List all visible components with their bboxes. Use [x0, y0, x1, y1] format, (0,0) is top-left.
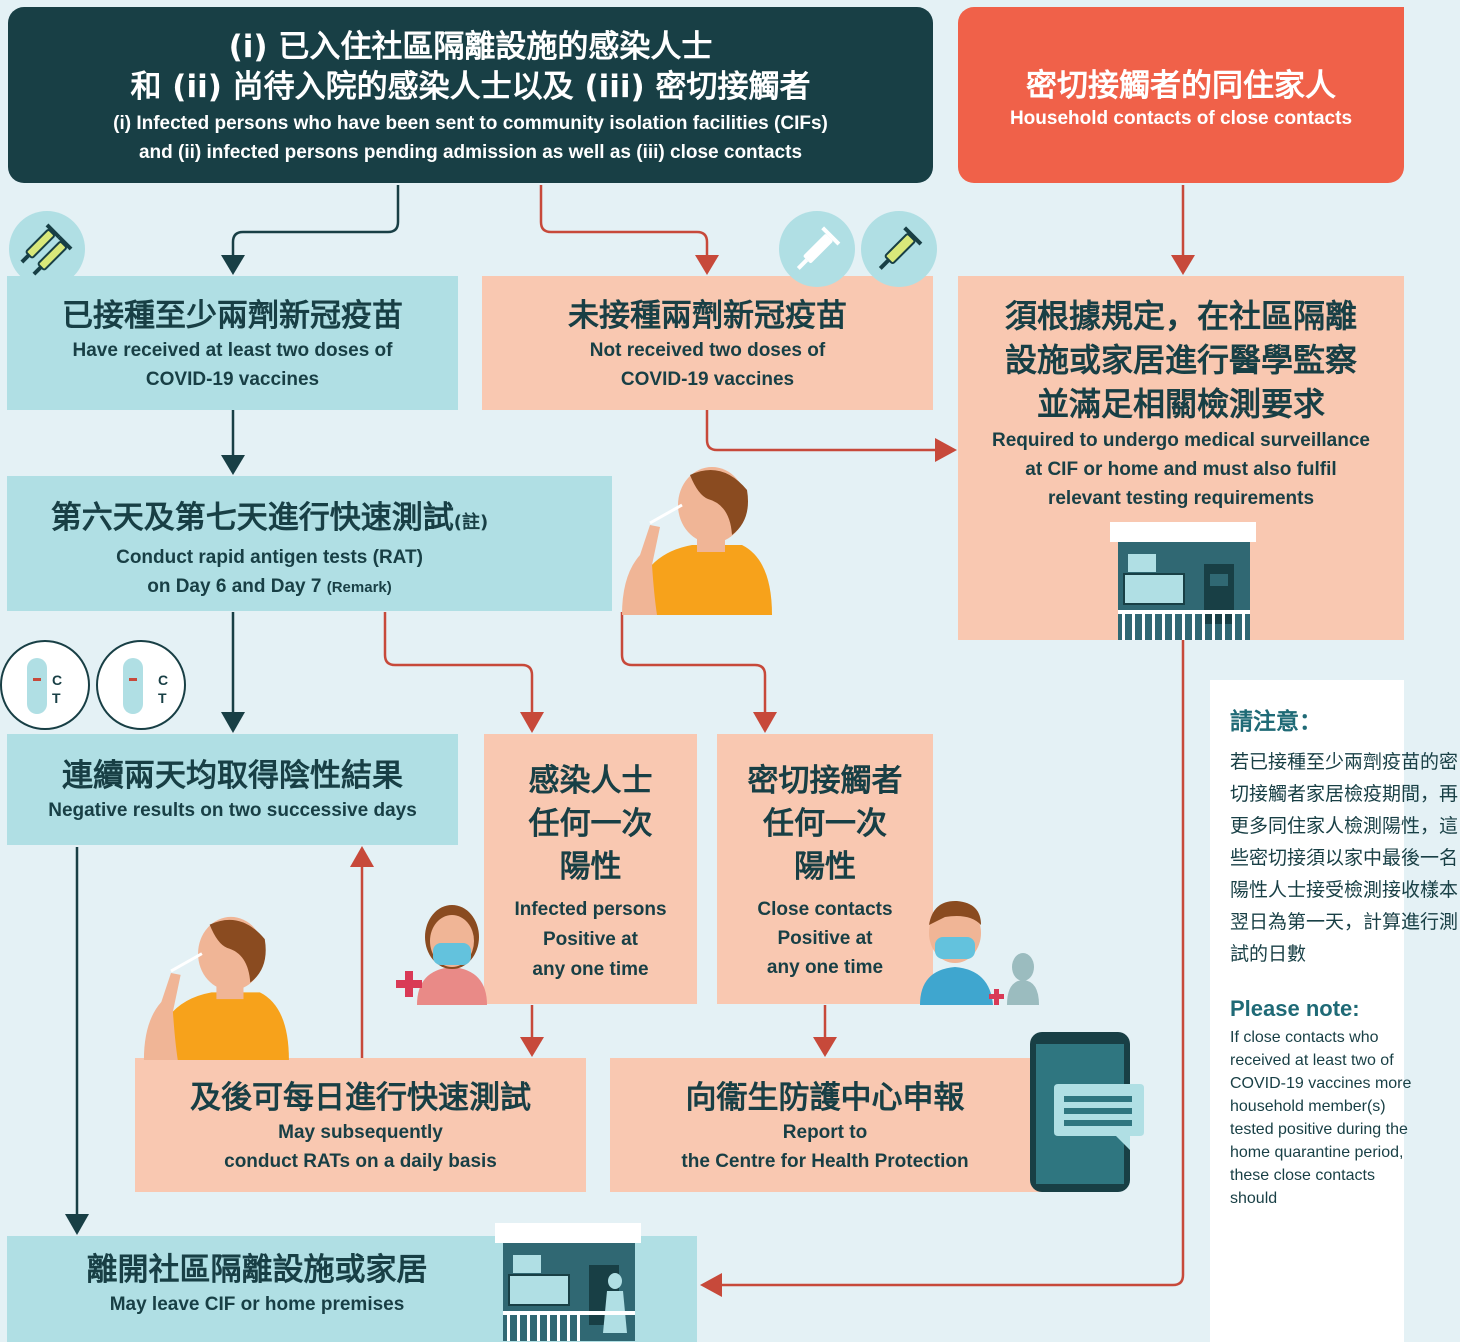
arrowhead [520, 1037, 544, 1057]
rat-subtitle-line2: on Day 6 and Day 7 (Remark) [7, 572, 532, 602]
not-vaccinated-box: 未接種兩劑新冠疫苗 Not received two doses of COVI… [482, 276, 933, 410]
daily-rat-subtitle-line1: May subsequently [278, 1122, 443, 1143]
surveillance-title-line1: 須根據規定，在社區隔離 [1004, 297, 1357, 335]
vaccinated-box: 已接種至少兩劑新冠疫苗 Have received at least two d… [7, 276, 458, 410]
negative-results-box: 連續兩天均取得陰性結果 Negative results on two succ… [7, 734, 458, 845]
surveillance-title-line3: 並滿足相關檢測要求 [1036, 385, 1325, 423]
daily-rat-subtitle-line2: conduct RATs on a daily basis [224, 1151, 497, 1172]
not-vaccinated-subtitle-line1: Not received two doses of [589, 340, 826, 361]
report-title: 向衞生防護中心申報 [685, 1080, 965, 1116]
top-left-subtitle-line1: (i) Infected persons who have been sent … [113, 113, 828, 134]
syringe-icon [9, 211, 85, 287]
test-kit-c-label: C [52, 672, 63, 688]
arrowhead [753, 712, 777, 733]
test-kit-icon: C T [96, 640, 186, 730]
note-body-zh: 若已接種至少兩劑疫苗的密切接觸者家居檢疫期間，再更多同住家人檢測陽性，這些密切接… [1230, 751, 1459, 965]
contacts-positive-en2: Positive at [777, 928, 873, 949]
test-kit-t-label: T [52, 690, 61, 706]
contacts-positive-line2: 任何一次 [763, 806, 887, 842]
top-left-subtitle-line2: and (ii) infected persons pending admiss… [138, 142, 803, 163]
arrowhead [221, 455, 245, 475]
arrowhead [813, 1037, 837, 1057]
test-kit-c-label: C [158, 672, 169, 688]
top-left-title-line1: (i) 已入住社區隔離設施的感染人士 [228, 29, 713, 65]
connector-top-to-unvaccinated [539, 185, 709, 258]
report-subtitle-line2: the Centre for Health Protection [681, 1151, 969, 1172]
daily-rat-box: 及後可每日進行快速測試 May subsequently conduct RAT… [135, 1058, 586, 1192]
surveillance-subtitle-line3: relevant testing requirements [1047, 488, 1315, 509]
infected-positive-en2: Positive at [542, 929, 639, 950]
connector-unvaccinated-to-surveillance [705, 410, 935, 452]
phone-message-icon [1030, 1032, 1144, 1192]
daily-rat-title: 及後可每日進行快速測試 [190, 1080, 531, 1116]
infected-positive-en1: Infected persons [514, 899, 667, 920]
household-title: 密切接觸者的同住家人 [1026, 68, 1336, 104]
not-vaccinated-subtitle-line2: COVID-19 vaccines [620, 369, 795, 390]
rat-remark-en: (Remark) [326, 579, 392, 596]
syringe-icon [861, 211, 937, 287]
negative-title: 連續兩天均取得陰性結果 [62, 758, 403, 794]
empty-syringe-icon [779, 211, 855, 287]
top-left-title-line2: 和 (ii) 尚待入院的感染人士以及 (iii) 密切接觸者 [130, 69, 811, 105]
surveillance-subtitle-line2: at CIF or home and must also fulfil [1025, 459, 1337, 480]
note-body-en: If close contacts who received at least … [1230, 1029, 1412, 1207]
report-chp-box: 向衞生防護中心申報 Report to the Centre for Healt… [610, 1058, 1060, 1192]
arrowhead [695, 255, 719, 275]
rat-remark: (註) [453, 512, 489, 533]
arrowhead [1171, 255, 1195, 275]
vaccinated-subtitle-line2: COVID-19 vaccines [145, 369, 320, 390]
infected-positive-box: 感染人士 任何一次 陽性 Infected persons Positive a… [484, 734, 697, 1004]
person-swab-illustration [622, 467, 772, 615]
surveillance-subtitle-line1: Required to undergo medical surveillance [992, 430, 1370, 451]
arrowhead [350, 846, 374, 867]
note-heading-en: Please note: [1230, 996, 1360, 1021]
infected-and-contacts-box: (i) 已入住社區隔離設施的感染人士 和 (ii) 尚待入院的感染人士以及 (i… [8, 7, 933, 183]
building-icon [1110, 522, 1256, 640]
medical-surveillance-box: 須根據規定，在社區隔離 設施或家居進行醫學監察 並滿足相關檢測要求 Requir… [958, 276, 1404, 640]
rat-subtitle-line1: Conduct rapid antigen tests (RAT) [116, 547, 423, 568]
arrowhead [935, 438, 957, 462]
person-swab-illustration [143, 916, 289, 1060]
test-kit-icon: C T [0, 640, 90, 730]
infected-woman-illustration [396, 905, 487, 1005]
rat-day-text: on Day 6 and Day 7 [147, 576, 322, 597]
building-exit-icon [495, 1223, 641, 1341]
connector-top-to-vaccinated [231, 185, 400, 258]
leave-title: 離開社區隔離設施或家居 [86, 1252, 428, 1288]
note-panel: 請注意： 若已接種至少兩劑疫苗的密切接觸者家居檢疫期間，再更多同住家人檢測陽性，… [1210, 680, 1458, 1342]
household-contacts-box: 密切接觸者的同住家人 Household contacts of close c… [958, 7, 1404, 183]
arrowhead [520, 712, 544, 733]
negative-subtitle: Negative results on two successive days [48, 800, 417, 821]
infected-positive-line3: 陽性 [559, 849, 622, 885]
infected-positive-line2: 任何一次 [528, 806, 653, 842]
infected-positive-line1: 感染人士 [528, 763, 653, 799]
contacts-positive-box: 密切接觸者 任何一次 陽性 Close contacts Positive at… [717, 734, 933, 1004]
connector-surveillance-to-leave [720, 640, 1185, 1287]
flow-connectors [65, 185, 1195, 1297]
vaccinated-title: 已接種至少兩劑新冠疫苗 [62, 298, 403, 334]
arrowhead [700, 1273, 722, 1297]
connector-rat-to-contacts [620, 612, 767, 715]
contacts-positive-line3: 陽性 [794, 849, 856, 885]
infected-positive-en3: any one time [532, 959, 649, 980]
household-subtitle: Household contacts of close contacts [1009, 108, 1353, 129]
connector-rat-to-infected [383, 612, 534, 715]
report-subtitle-line1: Report to [782, 1122, 868, 1143]
contacts-positive-en3: any one time [766, 957, 884, 978]
vaccinated-subtitle-line1: Have received at least two doses of [72, 340, 393, 361]
leave-subtitle: May leave CIF or home premises [109, 1294, 405, 1315]
arrowhead [221, 255, 245, 275]
close-contact-man-illustration [920, 900, 1039, 1005]
not-vaccinated-title: 未接種兩劑新冠疫苗 [568, 298, 847, 334]
contacts-positive-line1: 密切接觸者 [747, 763, 903, 799]
note-heading-zh: 請注意： [1230, 709, 1322, 735]
arrowhead [65, 1214, 89, 1235]
rat-title-text: 第六天及第七天進行快速測試 [50, 500, 454, 536]
surveillance-title-line2: 設施或家居進行醫學監察 [1004, 341, 1357, 379]
contacts-positive-en1: Close contacts [757, 899, 893, 920]
arrowhead [221, 712, 245, 733]
test-kit-t-label: T [158, 690, 167, 706]
rat-title: 第六天及第七天進行快速測試(註) [7, 498, 532, 543]
rapid-test-box: 第六天及第七天進行快速測試(註) Conduct rapid antigen t… [7, 476, 612, 611]
